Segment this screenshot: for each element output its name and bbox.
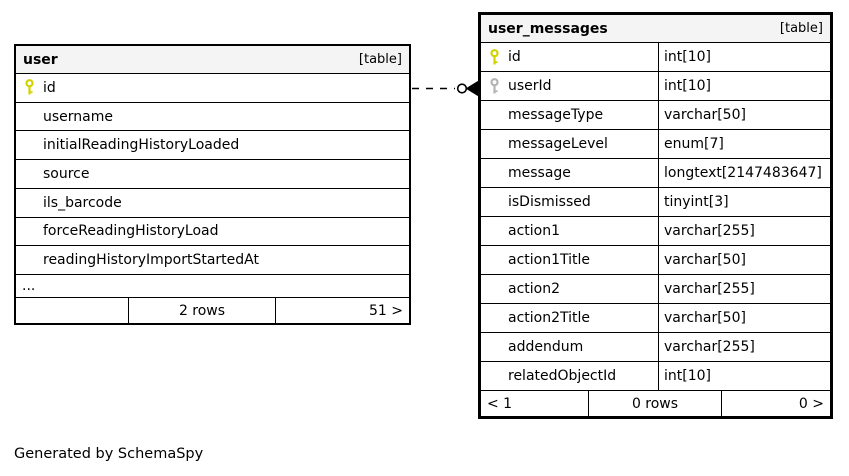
parents-count (16, 298, 129, 324)
children-count: 51 > (369, 302, 403, 319)
table-row: messageLevel enum[7] (481, 130, 830, 159)
user-messages-table-footer: < 1 0 rows 0 > (481, 391, 830, 416)
column-type: varchar[50] (664, 310, 746, 326)
column-cell: userId (481, 72, 659, 100)
column-name: ils_barcode (43, 194, 122, 211)
table-row: initialReadingHistoryLoaded (16, 131, 409, 161)
column-name: initialReadingHistoryLoaded (43, 137, 240, 154)
column-cell: action1Title (481, 246, 659, 274)
column-cell: action2Title (481, 304, 659, 332)
column-cell: source (16, 160, 409, 188)
column-cell: action2 (481, 275, 659, 303)
table-row: username (16, 103, 409, 132)
user-table-title[interactable]: user (23, 51, 58, 68)
table-row: addendum varchar[255] (481, 333, 830, 362)
column-cell: id (16, 74, 409, 102)
table-row: messageType varchar[50] (481, 101, 830, 130)
column-type: varchar[50] (664, 107, 746, 123)
column-name: userId (508, 78, 552, 94)
user-table-footer: 2 rows 51 > (16, 298, 409, 324)
column-type: varchar[255] (664, 223, 755, 239)
column-type: tinyint[3] (664, 194, 729, 210)
column-name: action2 (508, 281, 561, 297)
column-name: isDismissed (508, 194, 591, 210)
table-row: readingHistoryImportStartedAt (16, 246, 409, 276)
column-cell: messageType (481, 101, 659, 129)
column-name: id (43, 79, 56, 96)
rows-count: 0 rows (589, 391, 722, 416)
column-cell: action1 (481, 217, 659, 245)
user-messages-table-title[interactable]: user_messages (488, 20, 608, 37)
table-row: ils_barcode (16, 189, 409, 218)
column-name: forceReadingHistoryLoad (43, 223, 219, 240)
primary-key-icon (481, 48, 508, 66)
column-name: action1 (508, 223, 561, 239)
column-name: messageType (508, 107, 604, 123)
column-cell: messageLevel (481, 130, 659, 158)
column-name: id (508, 49, 521, 65)
user-table-badge: [table] (358, 52, 402, 67)
column-type: varchar[255] (664, 281, 755, 297)
column-name: messageLevel (508, 136, 608, 152)
column-cell: message (481, 159, 659, 187)
column-name: username (43, 108, 113, 125)
column-cell: ils_barcode (16, 189, 409, 217)
table-row: action1Title varchar[50] (481, 246, 830, 275)
column-name: message (508, 165, 571, 181)
table-row: forceReadingHistoryLoad (16, 218, 409, 247)
column-type: varchar[255] (664, 339, 755, 355)
user-messages-table-badge: [table] (779, 21, 823, 36)
column-type: longtext[2147483647] (664, 165, 822, 181)
generated-by-note: Generated by SchemaSpy (14, 446, 204, 462)
column-cell: relatedObjectId (481, 362, 659, 390)
column-type: int[10] (664, 78, 711, 94)
table-row: relatedObjectId int[10] (481, 362, 830, 391)
truncated-columns-ellipsis: ... (16, 275, 409, 299)
user-table-header[interactable]: user [table] (16, 46, 409, 74)
table-row: isDismissed tinyint[3] (481, 188, 830, 217)
table-row: id (16, 74, 409, 103)
column-name: addendum (508, 339, 584, 355)
user-table[interactable]: user [table] id username initialReadingH… (14, 44, 411, 325)
table-row: action2 varchar[255] (481, 275, 830, 304)
column-type: enum[7] (664, 136, 724, 152)
table-row: id int[10] (481, 43, 830, 72)
column-name: action2Title (508, 310, 591, 326)
column-cell: forceReadingHistoryLoad (16, 218, 409, 246)
column-cell: addendum (481, 333, 659, 361)
rows-count: 2 rows (129, 298, 276, 324)
table-row: source (16, 160, 409, 189)
column-type: int[10] (664, 49, 711, 65)
column-name: relatedObjectId (508, 368, 617, 384)
foreign-key-icon (481, 77, 508, 95)
table-row: action1 varchar[255] (481, 217, 830, 246)
foreign-key-relationship-line (412, 80, 478, 97)
column-cell: initialReadingHistoryLoaded (16, 131, 409, 159)
table-row: userId int[10] (481, 72, 830, 101)
column-type: varchar[50] (664, 252, 746, 268)
table-row: action2Title varchar[50] (481, 304, 830, 333)
column-name: action1Title (508, 252, 591, 268)
parents-count: < 1 (481, 391, 589, 416)
table-row: message longtext[2147483647] (481, 159, 830, 188)
user-messages-table[interactable]: user_messages [table] id int[10] (478, 12, 833, 419)
column-name: readingHistoryImportStartedAt (43, 252, 259, 269)
user-messages-table-header[interactable]: user_messages [table] (481, 15, 830, 43)
column-cell: username (16, 103, 409, 131)
column-name: source (43, 166, 90, 183)
column-cell: id (481, 43, 659, 71)
children-count: 0 > (798, 395, 824, 412)
column-cell: readingHistoryImportStartedAt (16, 246, 409, 274)
column-cell: isDismissed (481, 188, 659, 216)
primary-key-icon (16, 79, 43, 96)
column-type: int[10] (664, 368, 711, 384)
